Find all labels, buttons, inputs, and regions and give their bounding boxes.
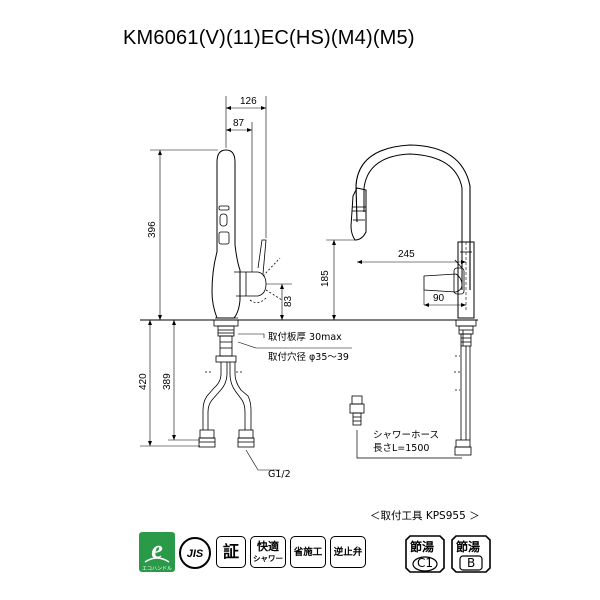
dim-185: 185 <box>320 270 331 287</box>
badge-certified-text: 証 <box>222 542 239 561</box>
badge-b-top: 節湯 <box>456 540 481 554</box>
thread-label: G1/2 <box>268 469 291 480</box>
badge-easy-install-text: 省施工 <box>293 546 323 558</box>
faucet-side-view <box>211 149 283 319</box>
tool-note: ＜取付工具 KPS955 ＞ <box>370 510 480 522</box>
eco-handle-icon: e エコハンドル <box>139 532 175 572</box>
dim-90: 90 <box>433 293 445 304</box>
hose-length-label: 長さL=1500 <box>373 443 429 454</box>
shower-hose-connector <box>349 395 365 426</box>
dim-83: 83 <box>283 295 294 307</box>
svg-text:e: e <box>151 535 163 564</box>
dimension-lines <box>140 96 467 471</box>
shower-hose-label: シャワーホース <box>373 430 439 441</box>
badge-certified: 証 <box>216 536 246 568</box>
dim-87: 87 <box>233 118 245 129</box>
badge-water-saving-b: 節湯 B <box>450 534 492 574</box>
badge-comfort-text-2: シャワー <box>253 554 283 563</box>
badge-easy-install: 省施工 <box>290 536 326 568</box>
jis-text: JIS <box>187 548 204 560</box>
badge-comfort-shower: 快適 シャワー <box>250 536 286 568</box>
badge-check-valve: 逆止弁 <box>330 536 366 568</box>
badge-water-saving-c1: 節湯 C1 <box>404 534 446 574</box>
jis-mark-icon: JIS <box>179 537 211 569</box>
dim-396: 396 <box>147 221 158 238</box>
hole-diameter-label: 取付穴径 φ35～39 <box>268 351 349 363</box>
badge-b-bottom: B <box>467 556 476 570</box>
badge-c1-top: 節湯 <box>410 540 435 554</box>
dim-389: 389 <box>162 373 173 390</box>
model-title: KM6061(V)(11)EC(HS)(M4)(M5) <box>123 27 415 49</box>
badge-check-valve-text: 逆止弁 <box>333 546 363 558</box>
dim-420: 420 <box>138 373 149 390</box>
badge-comfort-text-1: 快適 <box>257 540 279 553</box>
mount-shank <box>198 319 255 448</box>
eco-handle-text: エコハンドル <box>142 566 172 572</box>
dim-245: 245 <box>398 249 415 260</box>
faucet-front-view <box>350 144 477 456</box>
plate-thickness-label: 取付板厚 30max <box>268 331 342 343</box>
badge-row: e エコハンドル JIS 証 快適 シャワー 省施工 逆止弁 節湯 C1 節湯 <box>0 528 600 588</box>
badge-c1-bottom: C1 <box>417 556 434 570</box>
dim-126: 126 <box>240 96 257 107</box>
